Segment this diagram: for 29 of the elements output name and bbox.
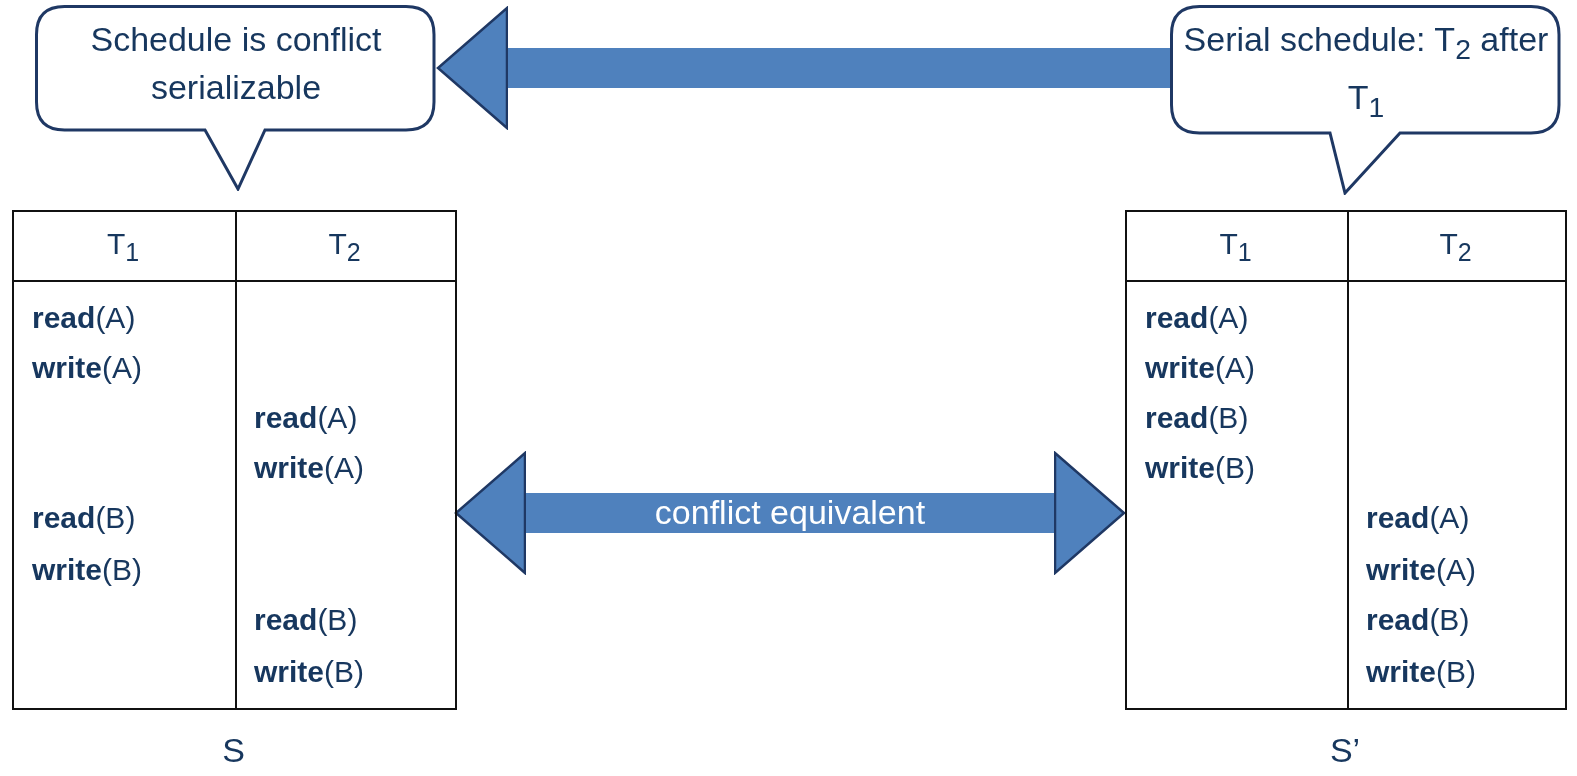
operation-text: write(A) — [32, 350, 143, 386]
operation-text: read(B) — [1366, 602, 1470, 638]
speech-bubble — [35, 5, 437, 191]
operation-text: write(B) — [254, 654, 365, 690]
operation-text: read(B) — [254, 602, 358, 638]
operation-text: write(B) — [1145, 450, 1256, 486]
column-header: T$_{2}$ — [1438, 226, 1473, 268]
table-caption: S — [222, 731, 245, 769]
operation-text: read(B) — [1145, 400, 1249, 436]
operation-text: read(A) — [254, 400, 358, 436]
table-caption: S’ — [1329, 731, 1361, 769]
column-header: T$_{1}$ — [105, 226, 141, 268]
operation-text: read(B) — [32, 500, 136, 536]
operation-text: write(A) — [1366, 552, 1477, 588]
operation-text: write(A) — [254, 450, 365, 486]
operation-text: read(A) — [1366, 500, 1470, 536]
column-header: T$_{1}$ — [1218, 226, 1253, 268]
operation-text: write(A) — [1145, 350, 1256, 386]
operation-text: write(B) — [32, 552, 143, 588]
bubble-text: Serial schedule: T$_{2}$ after T$_{1}$ — [1182, 19, 1550, 125]
edge-label: conflict equivalent — [654, 493, 926, 531]
block-arrow — [454, 451, 1126, 575]
speech-bubble — [1170, 5, 1562, 195]
operation-text: read(A) — [32, 300, 136, 336]
column-header: T$_{2}$ — [327, 226, 362, 268]
operation-text: read(A) — [1145, 300, 1249, 336]
operation-text: write(B) — [1366, 654, 1477, 690]
block-arrow — [436, 6, 1170, 130]
bubble-text: Schedule is conflict serializable — [89, 19, 383, 108]
